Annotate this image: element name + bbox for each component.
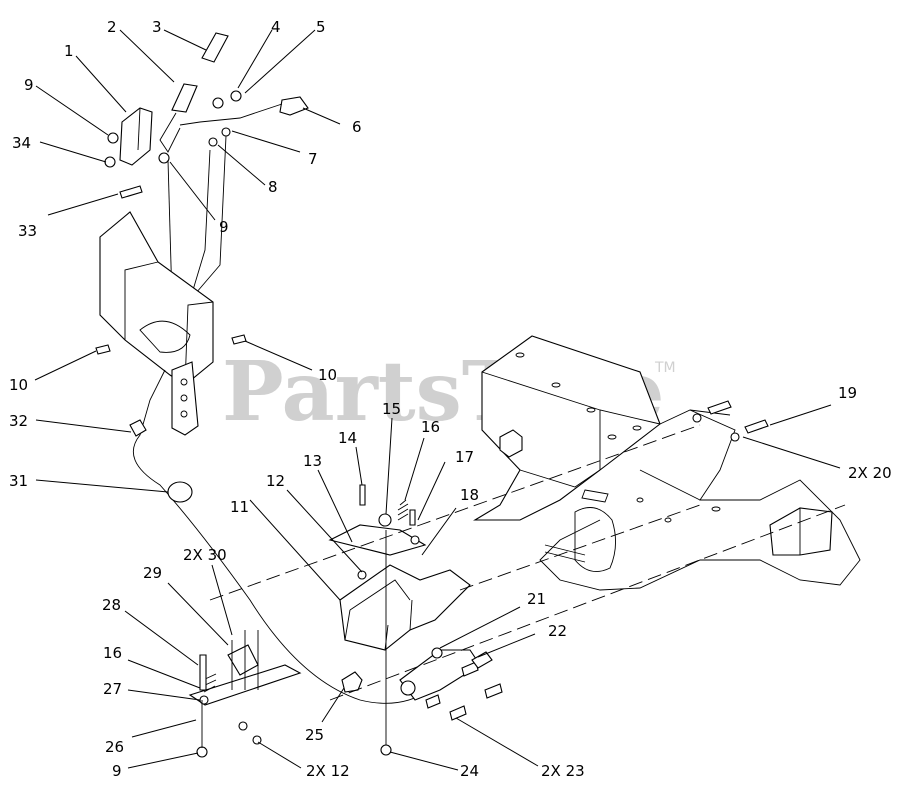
label-part-17: 17 — [455, 448, 474, 466]
label-part-9-bottom: 9 — [112, 762, 122, 780]
label-part-33: 33 — [18, 222, 37, 240]
label-part-34: 34 — [12, 134, 31, 152]
part-labels: 1 2 3 4 5 6 7 8 9 9 34 33 10 10 32 31 11… — [9, 18, 892, 780]
label-part-7: 7 — [308, 150, 318, 168]
lower-left-parts — [188, 630, 302, 758]
label-part-10-left: 10 — [9, 376, 28, 394]
label-part-1: 1 — [64, 42, 74, 60]
label-part-8: 8 — [268, 178, 278, 196]
label-part-13: 13 — [303, 452, 322, 470]
centerlines — [209, 424, 846, 701]
label-part-23: 2X 23 — [541, 762, 585, 780]
label-part-11: 11 — [230, 498, 249, 516]
label-part-16-bottom: 16 — [103, 644, 122, 662]
brake-bracket-assembly — [328, 484, 503, 756]
label-part-15: 15 — [382, 400, 401, 418]
pedal-pedestal — [95, 211, 247, 436]
watermark-trademark: TM — [654, 360, 676, 376]
bolt-19 — [692, 400, 769, 442]
label-part-3: 3 — [152, 18, 162, 36]
label-part-14: 14 — [338, 429, 357, 447]
label-part-9-mid: 9 — [219, 218, 229, 236]
label-part-28: 28 — [102, 596, 121, 614]
leader-lines — [34, 29, 841, 771]
label-part-25: 25 — [305, 726, 324, 744]
label-part-29: 29 — [143, 564, 162, 582]
label-part-32: 32 — [9, 412, 28, 430]
label-part-12-bottom: 2X 12 — [306, 762, 350, 780]
label-part-12: 12 — [266, 472, 285, 490]
label-part-26: 26 — [105, 738, 124, 756]
label-part-24: 24 — [460, 762, 479, 780]
label-part-10-right: 10 — [318, 366, 337, 384]
label-part-30: 2X 30 — [183, 546, 227, 564]
label-part-31: 31 — [9, 472, 28, 490]
label-part-2: 2 — [107, 18, 117, 36]
label-part-5: 5 — [316, 18, 326, 36]
label-part-16-top: 16 — [421, 418, 440, 436]
label-part-19: 19 — [838, 384, 857, 402]
main-frame — [473, 335, 861, 591]
label-part-22: 22 — [548, 622, 567, 640]
label-part-4: 4 — [271, 18, 281, 36]
label-part-6: 6 — [352, 118, 362, 136]
label-part-21: 21 — [527, 590, 546, 608]
pedal-assembly — [104, 32, 309, 301]
label-part-18: 18 — [460, 486, 479, 504]
label-part-9-top: 9 — [24, 76, 34, 94]
label-part-27: 27 — [103, 680, 122, 698]
brake-cable — [129, 369, 431, 704]
label-part-20: 2X 20 — [848, 464, 892, 482]
